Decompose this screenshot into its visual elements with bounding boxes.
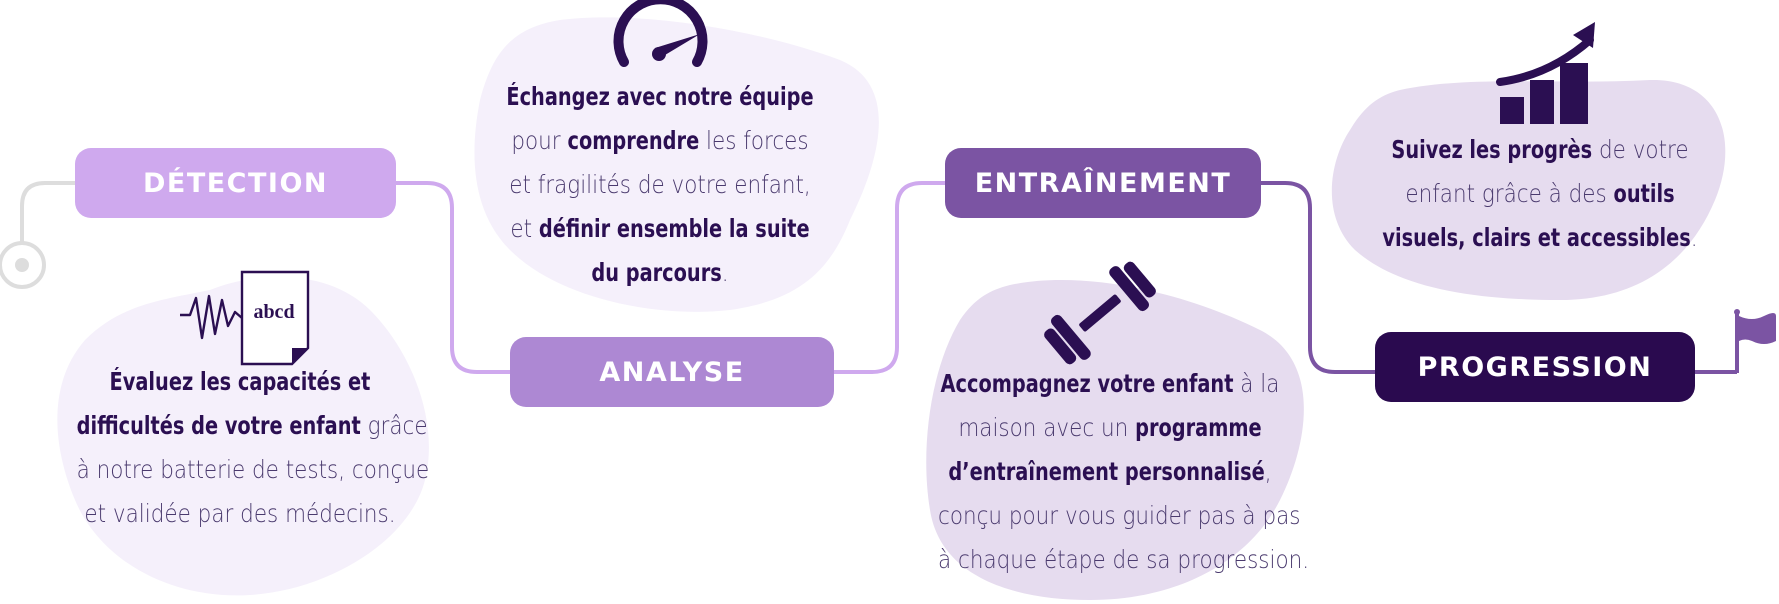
description-line: enfant grâce à des outils: [1377, 172, 1704, 216]
blob-entrainement: [926, 280, 1304, 600]
text: maison avec un: [958, 413, 1136, 442]
text: à la: [1233, 369, 1280, 398]
description-line: Échangez avec notre équipe: [505, 75, 815, 119]
bold-text: définir ensemble la suite: [538, 214, 810, 243]
blob-progression: [1331, 79, 1726, 300]
step-detection-label: DÉTECTION: [142, 167, 329, 199]
bold-text: visuels, clairs et accessibles: [1382, 223, 1691, 252]
bold-text: Échangez avec notre équipe: [506, 82, 814, 111]
bold-text: difficultés de votre enfant: [76, 411, 361, 440]
text: et: [510, 214, 539, 243]
step-entrainement-label: ENTRAÎNEMENT: [974, 167, 1232, 199]
description-line: Évaluez les capacités et: [77, 360, 404, 404]
text: les forces: [699, 126, 809, 155]
description-line: et définir ensemble la suite: [505, 207, 815, 251]
abcd-label: abcd: [253, 301, 294, 323]
bold-text: Évaluez les capacités et: [109, 367, 371, 396]
description-line: Accompagnez votre enfant à la: [938, 362, 1282, 406]
bold-text: du parcours: [591, 258, 722, 287]
blob-detection: [57, 276, 429, 596]
test-document-icon: abcd: [180, 270, 310, 366]
step-entrainement: ENTRAÎNEMENT: [945, 148, 1261, 218]
text: enfant grâce à des: [1405, 179, 1614, 208]
text: pour: [511, 126, 568, 155]
text: .: [721, 258, 729, 287]
description-line: d’entraînement personnalisé,: [938, 450, 1282, 494]
connector-start-detection: [20, 181, 75, 243]
step-progression: PROGRESSION: [1375, 332, 1695, 402]
speedometer-icon: [613, 0, 708, 67]
step-detection: DÉTECTION: [75, 148, 396, 218]
description-line: et validée par des médecins.: [77, 492, 404, 536]
description-line: et fragilités de votre enfant,: [505, 163, 815, 207]
blob-analyse: [474, 17, 879, 312]
text: conçu pour vous guider pas à pas: [938, 501, 1301, 530]
text: ,: [1264, 457, 1272, 486]
bold-text: Suivez les progrès: [1391, 135, 1593, 164]
connector-detection-analyse: [396, 181, 510, 374]
description-line: maison avec un programme: [938, 406, 1282, 450]
text: et fragilités de votre enfant,: [509, 170, 811, 199]
bold-text: comprendre: [567, 126, 700, 155]
bold-text: programme: [1135, 413, 1262, 442]
connector-entrainement-progression: [1261, 181, 1375, 374]
connector-analyse-entrainement: [834, 181, 945, 374]
description-line: conçu pour vous guider pas à pas: [938, 494, 1300, 538]
description-line: à notre batterie de tests, conçue: [77, 448, 430, 492]
text: grâce: [360, 411, 428, 440]
text: .: [1690, 223, 1698, 252]
description-line: pour comprendre les forces: [505, 119, 815, 163]
step-progression-label: PROGRESSION: [1417, 351, 1653, 383]
description-line: difficultés de votre enfant grâce: [76, 404, 428, 448]
text: de votre: [1592, 135, 1689, 164]
text: à chaque étape de sa progression.: [938, 545, 1310, 574]
description-line: du parcours.: [505, 251, 815, 295]
flag-icon: [1734, 309, 1776, 373]
text: à notre batterie de tests, conçue: [76, 455, 430, 484]
step-analyse: ANALYSE: [510, 337, 834, 407]
description-line: à chaque étape de sa progression.: [938, 538, 1309, 582]
step-analyse-label: ANALYSE: [599, 356, 745, 388]
start-node-dot: [15, 258, 29, 272]
bold-text: Accompagnez votre enfant: [940, 369, 1234, 398]
dumbbell-icon: [1044, 261, 1156, 365]
description-analyse: Échangez avec notre équipe pour comprendr…: [505, 75, 815, 295]
description-line: visuels, clairs et accessibles.: [1377, 216, 1704, 260]
text: et validée par des médecins.: [84, 499, 396, 528]
bold-text: outils: [1613, 179, 1675, 208]
growth-chart-icon: [1496, 22, 1595, 124]
bold-text: d’entraînement personnalisé: [948, 457, 1265, 486]
description-line: Suivez les progrès de votre: [1377, 128, 1704, 172]
description-detection: Évaluez les capacités et difficultés de v…: [76, 360, 430, 536]
